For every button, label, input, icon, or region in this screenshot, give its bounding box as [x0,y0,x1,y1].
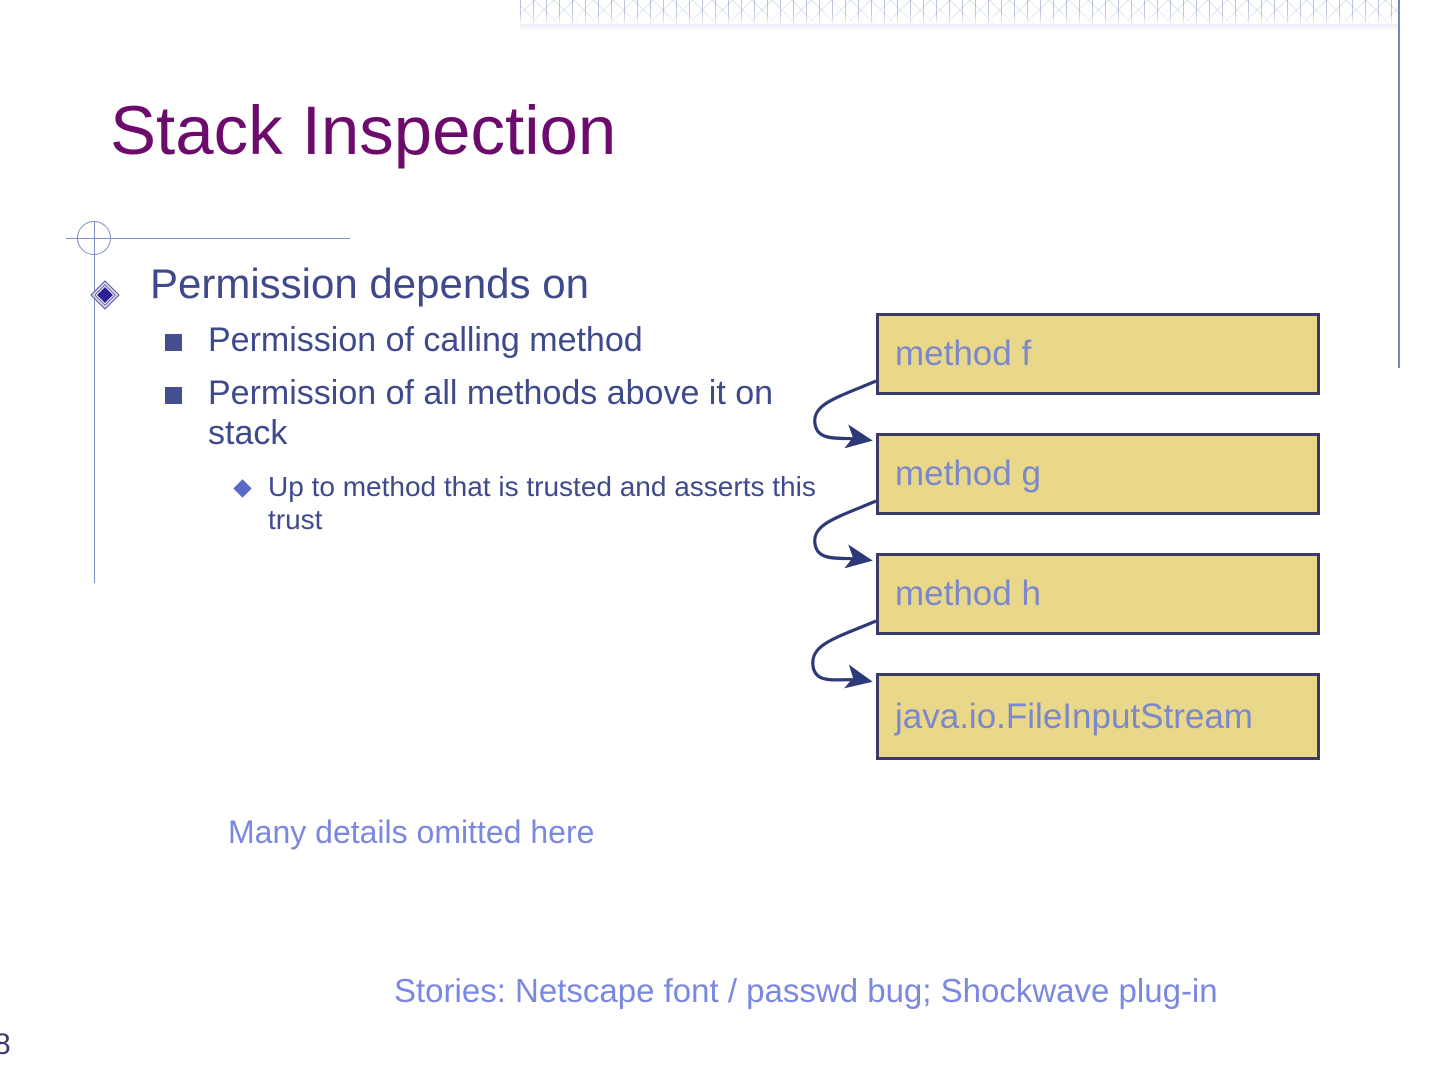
stack-frame-label-2: method g [895,454,1041,493]
bullet-level2-item-1: Permission of calling method [88,321,848,361]
bullet-level2-item-2: Permission of all methods above it on st… [88,374,848,454]
small-diamond-bullet-icon [233,479,252,498]
stack-frame-label-3: method h [895,574,1041,613]
bullet-level2-label-2: Permission of all methods above it on st… [208,374,774,453]
right-vertical-rule [1398,0,1400,368]
bullet-list: Permission depends on Permission of call… [88,260,848,537]
note-details-omitted: Many details omitted here [228,814,595,850]
bullet-level3-label-1: Up to method that is trusted and asserts… [268,470,816,536]
bullet-level1: Permission depends on [88,260,848,310]
square-bullet-icon [165,333,182,351]
diamond-bullet-icon [90,274,120,310]
square-bullet-icon [165,387,182,405]
page-number: 8 [0,1028,11,1061]
hatch-pattern-fade [520,24,1400,32]
bullet-level3-item-1: Up to method that is trusted and asserts… [88,470,848,537]
ornament-horizontal-rule [66,238,350,239]
stack-frame-label-1: method f [895,334,1032,373]
bullet-level2-label-1: Permission of calling method [208,320,643,359]
stack-frame-box-3: method h [876,553,1320,635]
note-stories: Stories: Netscape font / passwd bug; Sho… [394,972,1218,1009]
page-title: Stack Inspection [110,92,617,169]
hatch-pattern-band [520,0,1400,26]
stack-frame-box-4: java.io.FileInputStream [876,673,1320,760]
ornament-vertical-rule [94,221,95,583]
stack-frame-label-4: java.io.FileInputStream [895,696,1253,736]
stack-frame-box-1: method f [876,313,1320,395]
bullet-level1-label: Permission depends on [150,260,589,307]
stack-frame-box-2: method g [876,433,1320,515]
